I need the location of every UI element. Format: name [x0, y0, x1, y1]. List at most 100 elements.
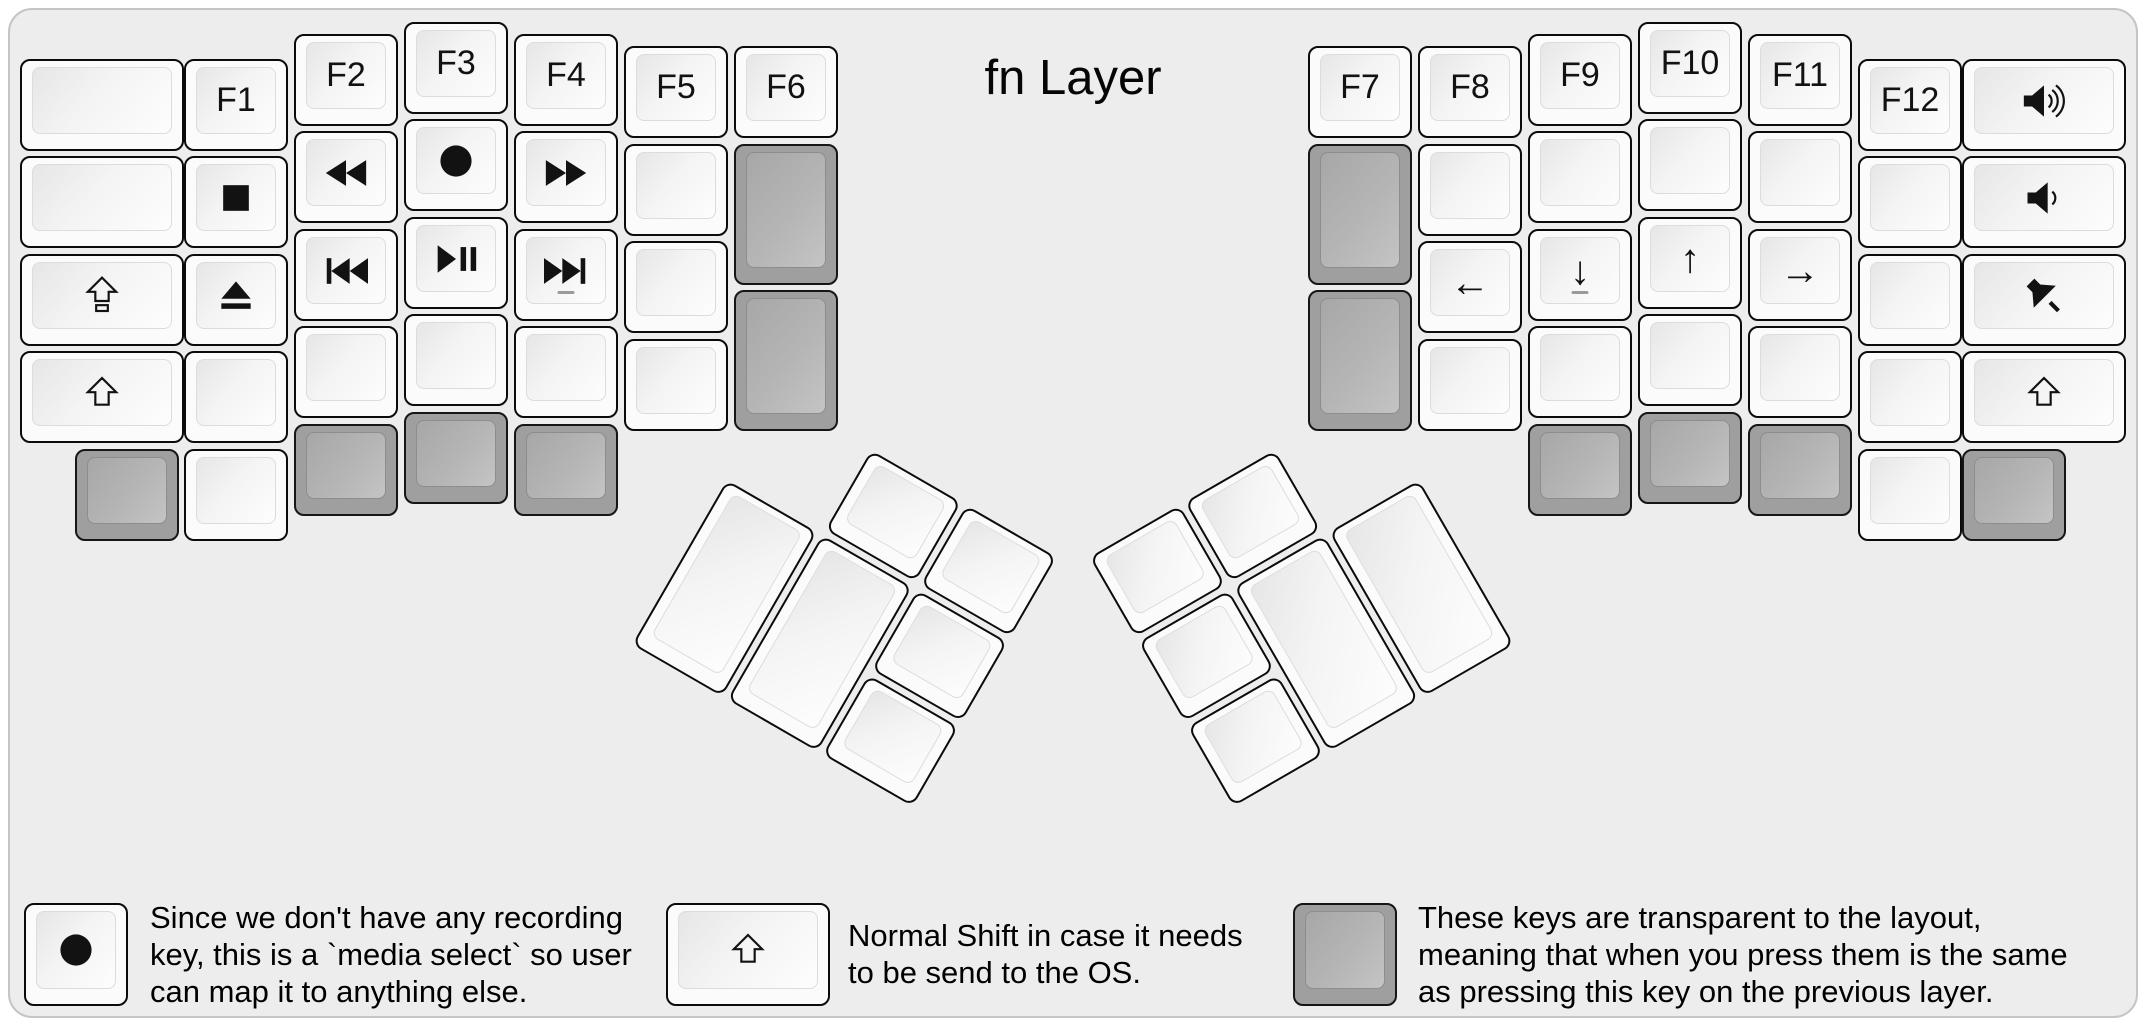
- key-skip-next[interactable]: [514, 229, 618, 321]
- keycap-top: [1974, 164, 2114, 231]
- key-blank[interactable]: [20, 59, 184, 151]
- key-transparent[interactable]: [1962, 449, 2066, 541]
- key-blank[interactable]: [1748, 326, 1852, 418]
- key-stop[interactable]: [184, 156, 288, 248]
- key-blank[interactable]: [1528, 131, 1632, 223]
- legend-line: key, this is a `media select` so user: [150, 937, 632, 972]
- key-blank[interactable]: [184, 449, 288, 541]
- key-volume-down[interactable]: [1962, 156, 2126, 248]
- key-blank[interactable]: [624, 241, 728, 333]
- key-f9[interactable]: F9: [1528, 34, 1632, 126]
- key-f8[interactable]: F8: [1418, 46, 1522, 138]
- keycap-top: F3: [416, 30, 496, 97]
- keycap-top: [526, 139, 606, 206]
- key-shift[interactable]: [1962, 351, 2126, 443]
- key-f5[interactable]: F5: [624, 46, 728, 138]
- keycap-top: [196, 164, 276, 231]
- key-transparent[interactable]: [1748, 424, 1852, 516]
- key-blank[interactable]: [1638, 119, 1742, 211]
- keycap-top: [416, 127, 496, 194]
- key-blank[interactable]: [514, 326, 618, 418]
- key-transparent[interactable]: [1308, 144, 1412, 285]
- key-rewind[interactable]: [294, 131, 398, 223]
- key-arrow-up[interactable]: ↑: [1638, 217, 1742, 309]
- homing-bar: [1571, 291, 1589, 294]
- keycap-top: [1540, 334, 1620, 401]
- key-mute[interactable]: [1962, 254, 2126, 346]
- keycap-top: [1650, 127, 1730, 194]
- keycap-top: [196, 359, 276, 426]
- key-f10[interactable]: F10: [1638, 22, 1742, 114]
- key-blank[interactable]: [624, 144, 728, 236]
- legend-line: as pressing this key on the previous lay…: [1418, 974, 1994, 1009]
- keycap-top: [87, 457, 167, 524]
- key-arrow-left[interactable]: ←: [1418, 241, 1522, 333]
- key-transparent[interactable]: [404, 412, 508, 504]
- key-f4[interactable]: F4: [514, 34, 618, 126]
- legend-line: These keys are transparent to the layout…: [1418, 900, 1982, 935]
- key-label: F6: [766, 68, 806, 106]
- keycap-top: [306, 237, 386, 304]
- key-blank[interactable]: [1748, 131, 1852, 223]
- key-blank[interactable]: [1858, 156, 1962, 248]
- key-f12[interactable]: F12: [1858, 59, 1962, 151]
- keycap-top: [678, 911, 818, 989]
- key-f11[interactable]: F11: [1748, 34, 1852, 126]
- key-blank[interactable]: [1858, 449, 1962, 541]
- key-transparent[interactable]: [75, 449, 179, 541]
- key-play-pause[interactable]: [404, 217, 508, 309]
- keycap-top: [416, 322, 496, 389]
- record-icon: [434, 139, 478, 183]
- key-transparent[interactable]: [734, 290, 838, 431]
- key-transparent[interactable]: [1638, 412, 1742, 504]
- eject-icon: [214, 274, 258, 318]
- key-f3[interactable]: F3: [404, 22, 508, 114]
- shift-icon: [728, 930, 768, 970]
- key-transparent[interactable]: [514, 424, 618, 516]
- keycap-top: [1540, 432, 1620, 499]
- key-blank[interactable]: [1528, 326, 1632, 418]
- key-record[interactable]: [404, 119, 508, 211]
- key-caps-lock[interactable]: [20, 254, 184, 346]
- keycap-top: F7: [1320, 54, 1400, 121]
- keycap-top: ↓: [1540, 237, 1620, 304]
- keycap-top: [306, 334, 386, 401]
- keycap-top: [1974, 262, 2114, 329]
- key-label: F4: [546, 56, 586, 94]
- key-blank[interactable]: [1418, 339, 1522, 431]
- keycap-top: [636, 249, 716, 316]
- key-blank[interactable]: [1638, 314, 1742, 406]
- key-transparent[interactable]: [294, 424, 398, 516]
- key-blank[interactable]: [1418, 144, 1522, 236]
- key-blank[interactable]: [1858, 254, 1962, 346]
- keycap-top: [746, 152, 826, 268]
- key-blank[interactable]: [404, 314, 508, 406]
- key-f7[interactable]: F7: [1308, 46, 1412, 138]
- key-blank[interactable]: [184, 351, 288, 443]
- key-eject[interactable]: [184, 254, 288, 346]
- volume-down-icon: [2018, 176, 2070, 220]
- key-transparent[interactable]: [734, 144, 838, 285]
- key-arrow-down[interactable]: ↓: [1528, 229, 1632, 321]
- rewind-icon: [322, 151, 370, 195]
- key-blank[interactable]: [20, 156, 184, 248]
- key-shift[interactable]: [20, 351, 184, 443]
- keycap-top: [1320, 298, 1400, 414]
- shift-icon: [2024, 373, 2064, 413]
- key-blank[interactable]: [624, 339, 728, 431]
- key-fast-forward[interactable]: [514, 131, 618, 223]
- key-f1[interactable]: F1: [184, 59, 288, 151]
- key-blank[interactable]: [294, 326, 398, 418]
- key-arrow-right[interactable]: →: [1748, 229, 1852, 321]
- key-transparent[interactable]: [1528, 424, 1632, 516]
- key-f6[interactable]: F6: [734, 46, 838, 138]
- keycap-top: [1650, 322, 1730, 389]
- key-volume-up[interactable]: [1962, 59, 2126, 151]
- key-transparent[interactable]: [1308, 290, 1412, 431]
- key-blank[interactable]: [1858, 351, 1962, 443]
- key-skip-back[interactable]: [294, 229, 398, 321]
- key-f2[interactable]: F2: [294, 34, 398, 126]
